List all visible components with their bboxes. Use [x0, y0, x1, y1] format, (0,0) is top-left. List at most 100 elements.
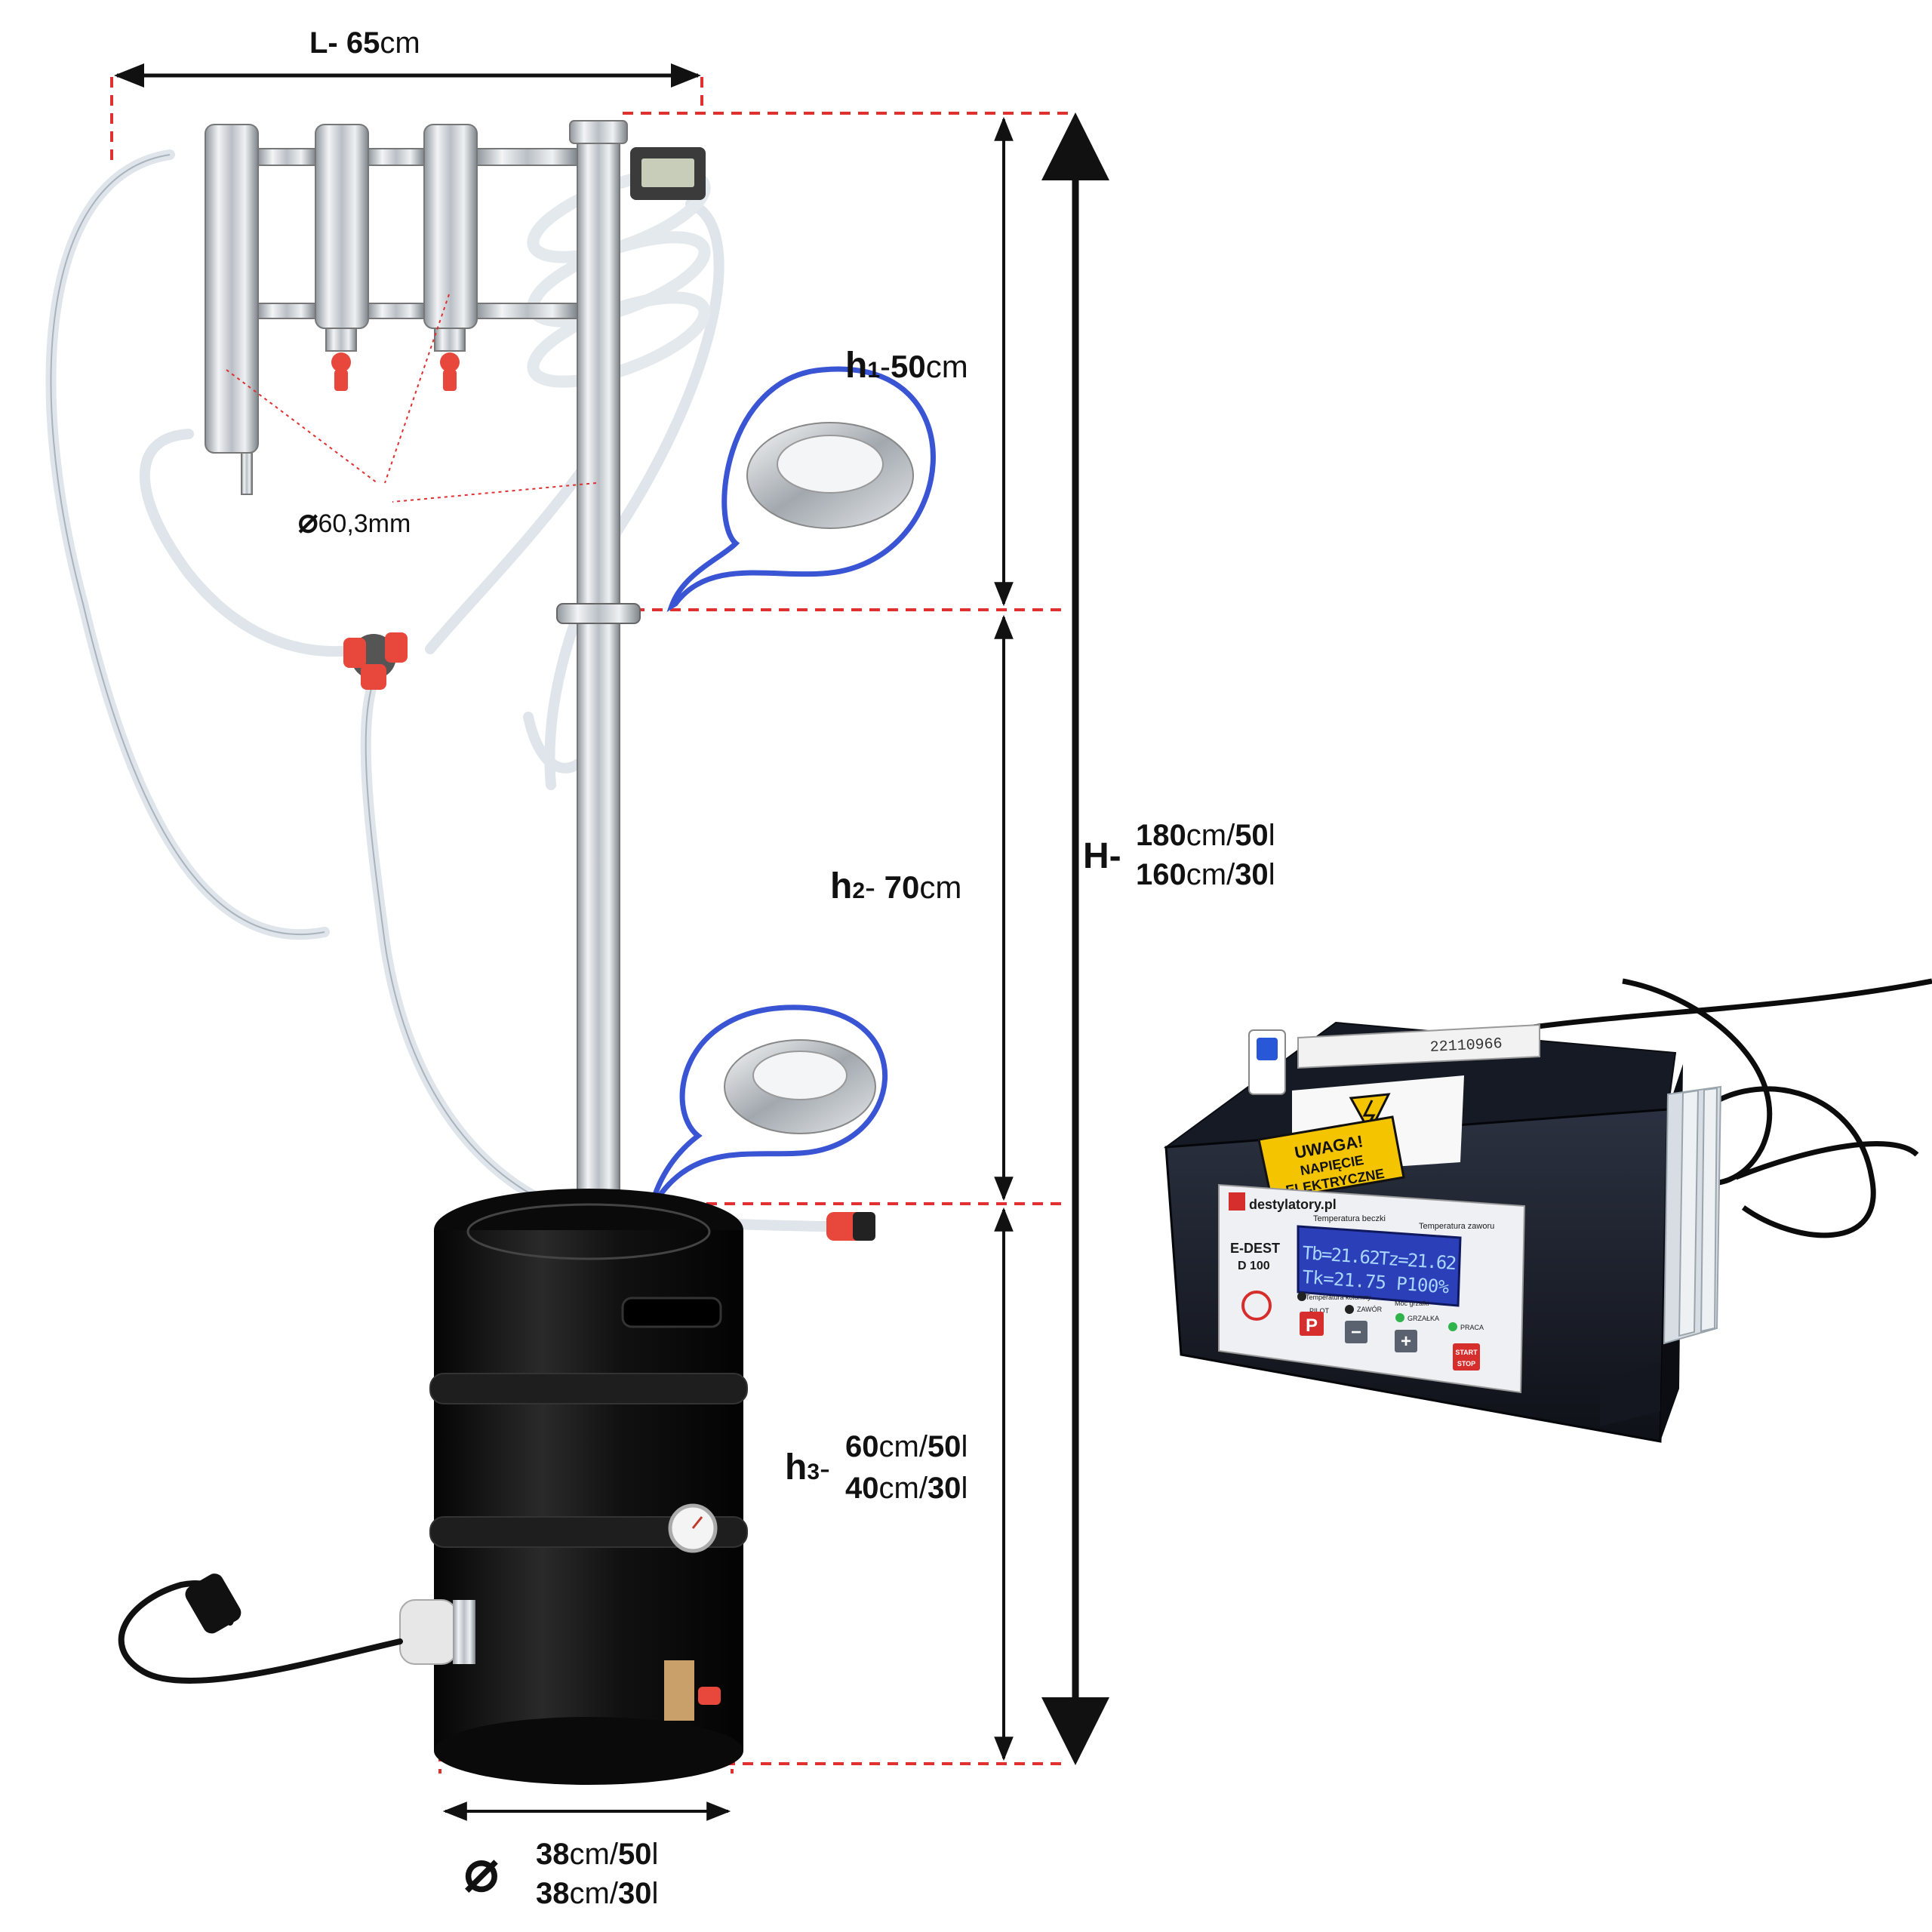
power-button[interactable]	[1241, 1291, 1272, 1321]
h2-index: 2	[852, 878, 865, 903]
pipe-diameter-label: ⌀60,3mm	[298, 503, 411, 540]
heatsink	[1663, 1085, 1722, 1345]
h2-sep: -	[865, 869, 884, 905]
model-line1: E-DEST	[1230, 1241, 1280, 1256]
valve-icon	[331, 352, 460, 391]
h2-unit: cm	[919, 869, 961, 905]
keg-line2-vunit: l	[651, 1877, 658, 1910]
diameter-pointer-lines	[226, 294, 597, 503]
thermometer-display	[630, 147, 706, 200]
hose-connector	[826, 1212, 875, 1241]
dephlegmator-tubes	[205, 124, 578, 495]
h3-line1-vunit: l	[961, 1430, 968, 1463]
h2-letter: h	[830, 866, 852, 906]
keg-line1-vol: 50	[618, 1838, 652, 1871]
zawor-led-icon	[1345, 1305, 1354, 1314]
plus-button[interactable]	[1395, 1330, 1417, 1352]
start-label: START	[1455, 1349, 1478, 1356]
main-column	[577, 126, 620, 1199]
h3-sep: -	[820, 1451, 830, 1486]
keg-line2-value: 38	[536, 1877, 570, 1910]
switch-lever	[1257, 1038, 1278, 1060]
keg-line1-vunit: l	[651, 1838, 658, 1871]
label-praca: PRACA	[1460, 1324, 1484, 1331]
total-line1-value: 180	[1136, 819, 1186, 852]
y-splitter	[343, 632, 408, 690]
keg-line2-vol: 30	[618, 1877, 652, 1910]
total-height-prefix: H-	[1083, 836, 1121, 876]
h1-label: h1-50cm	[845, 346, 968, 386]
lcd-display	[1297, 1225, 1462, 1307]
total-line2-value: 160	[1136, 858, 1186, 891]
total-line1-vol: 50	[1235, 819, 1269, 852]
h3-line2-vol: 30	[928, 1472, 961, 1505]
brand-logo-icon	[1229, 1192, 1245, 1211]
power-plug	[185, 1574, 242, 1634]
length-unit: cm	[380, 26, 420, 60]
label-pilot: PILOT	[1309, 1307, 1330, 1315]
grzalka-led-icon	[1395, 1313, 1404, 1322]
h3-line2-unit: cm/	[879, 1472, 928, 1505]
h1-index: 1	[867, 358, 880, 383]
diameter-icon: ⌀	[298, 503, 318, 540]
clamp-callout-lower	[648, 1004, 888, 1206]
keg-diameter-line1: 38cm/50l	[536, 1838, 658, 1871]
label-moc: Moc grzałki	[1395, 1300, 1429, 1307]
keg-diameter-line2: 38cm/30l	[536, 1877, 658, 1910]
p-button[interactable]	[1300, 1312, 1324, 1336]
start-stop-button[interactable]	[1453, 1343, 1480, 1371]
total-line2-vunit: l	[1269, 858, 1275, 891]
h3-line1-unit: cm/	[879, 1430, 928, 1463]
keg-line2-unit: cm/	[570, 1877, 619, 1910]
heading-right: Temperatura zaworu	[1419, 1222, 1494, 1231]
h1-unit: cm	[926, 349, 968, 384]
h3-letter: h	[785, 1447, 807, 1487]
h2-value: 70	[884, 869, 920, 905]
keg-boiler	[399, 1189, 748, 1785]
total-line1-unit: cm/	[1186, 819, 1235, 852]
control-panel: destylatory.pl E-DEST D 100 Temperatura …	[1218, 1183, 1526, 1394]
clamp-callout-upper	[666, 366, 936, 612]
h3-index: 3	[807, 1460, 820, 1484]
dimension-arrows	[114, 63, 1109, 1821]
label-column-temp: Temperatura kolumny	[1306, 1294, 1371, 1301]
p-button-label: P	[1306, 1315, 1318, 1336]
h2-label: h2- 70cm	[830, 866, 961, 906]
controller-unit: 22110966 UWAGA! NAPIĘCIE ELEKTRYCZNE	[1163, 978, 1932, 1443]
hose-outline	[50, 154, 559, 1208]
length-prefix: L-	[309, 26, 346, 60]
model-line2: D 100	[1238, 1260, 1270, 1272]
brand-name: destylatory.pl	[1249, 1197, 1337, 1212]
h3-line2-vunit: l	[961, 1472, 968, 1505]
h3-label: h3-	[785, 1447, 830, 1487]
minus-button[interactable]	[1345, 1321, 1367, 1343]
label-zawor: ZAWÓR	[1357, 1306, 1383, 1313]
label-grzalka: GRZAŁKA	[1407, 1315, 1439, 1322]
length-label: L- 65cm	[309, 26, 420, 60]
praca-led-icon	[1448, 1322, 1457, 1331]
column-clamp-upper	[556, 603, 641, 624]
column-top-cap	[569, 120, 628, 144]
serial-number: 22110966	[1429, 1035, 1503, 1057]
h3-line1-vol: 50	[928, 1430, 961, 1463]
total-height-line1: 180cm/50l	[1136, 819, 1275, 852]
pilot-led-icon	[1297, 1292, 1306, 1301]
total-height-line2: 160cm/30l	[1136, 858, 1275, 891]
h1-sep: -	[880, 349, 891, 384]
total-line2-vol: 30	[1235, 858, 1269, 891]
minus-button-label: −	[1351, 1322, 1361, 1343]
plus-button-label: +	[1401, 1331, 1411, 1352]
pipe-diameter-value: 60,3mm	[318, 509, 411, 538]
total-line2-unit: cm/	[1186, 858, 1235, 891]
h3-line1-value: 60	[845, 1430, 879, 1463]
heading-left: Temperatura beczki	[1313, 1214, 1386, 1223]
total-line1-vunit: l	[1269, 819, 1275, 852]
power-cord	[118, 1580, 403, 1684]
keg-line1-value: 38	[536, 1838, 570, 1871]
h3-line2: 40cm/30l	[845, 1472, 968, 1505]
h3-line2-value: 40	[845, 1472, 879, 1505]
keg-line1-unit: cm/	[570, 1838, 619, 1871]
h3-line1: 60cm/50l	[845, 1430, 968, 1463]
length-value: 65	[346, 26, 380, 60]
